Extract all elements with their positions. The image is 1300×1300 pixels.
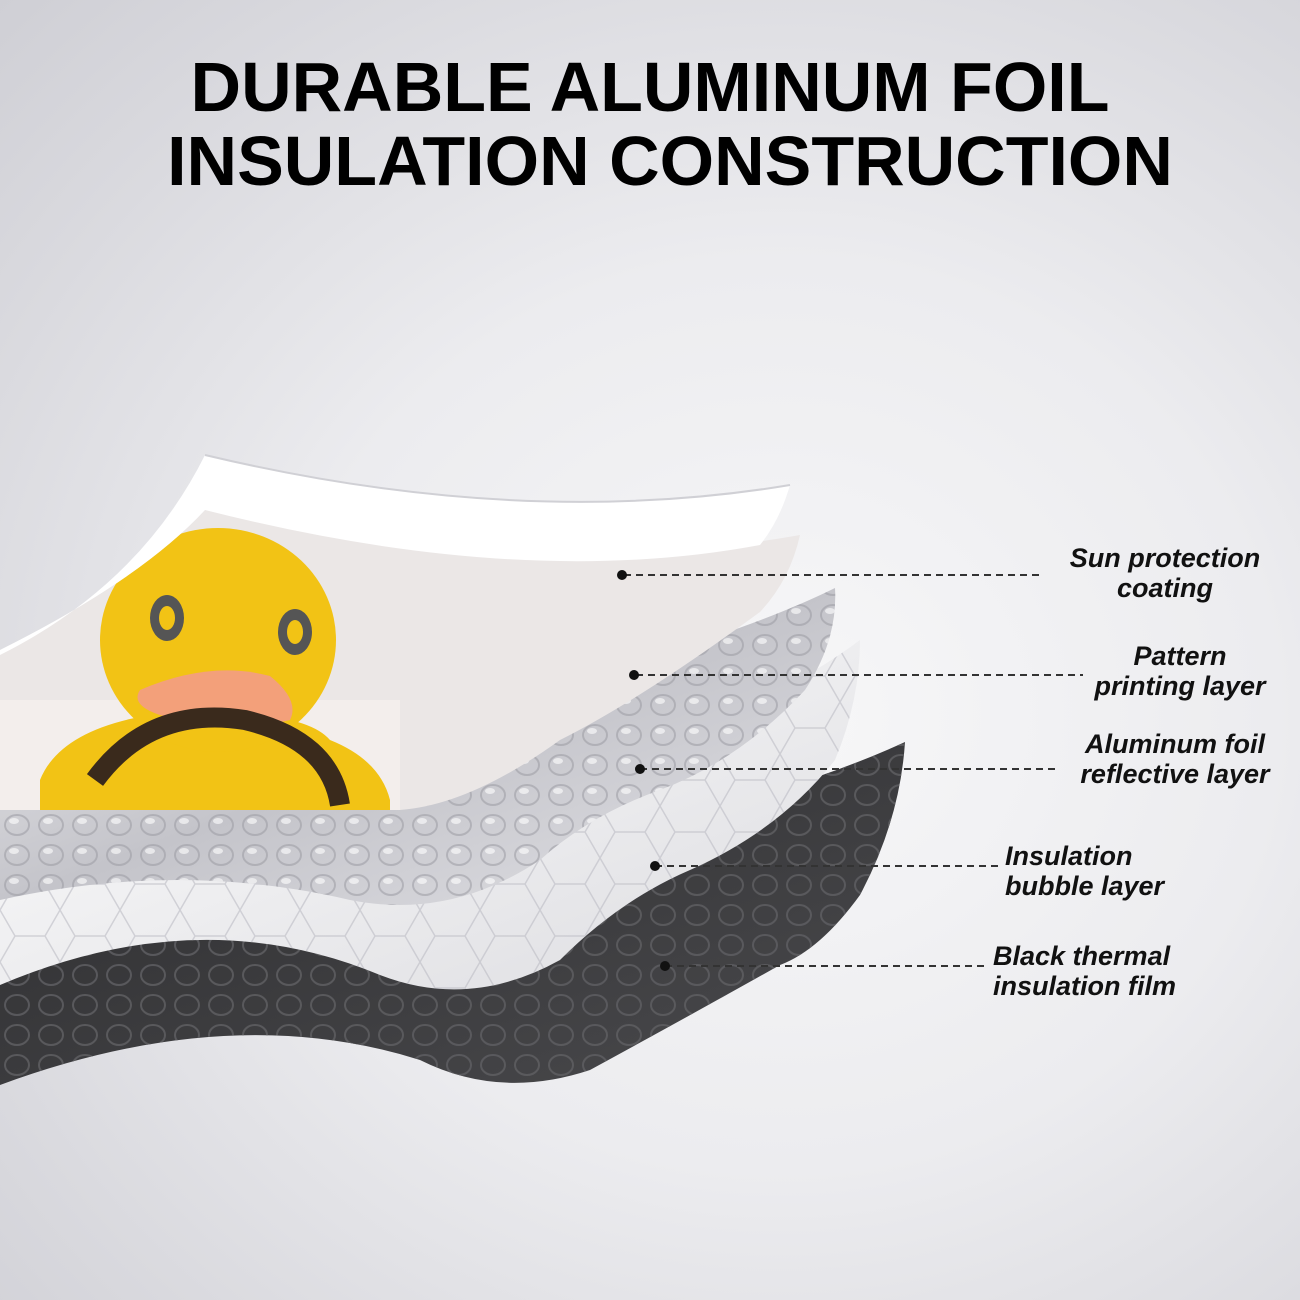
callout-dots [617, 570, 670, 971]
leader-dot-bubble [650, 861, 660, 871]
leader-dot-film [660, 961, 670, 971]
label-line: Insulation [1005, 841, 1133, 871]
label-insulation-bubble: Insulation bubble layer [1005, 841, 1195, 901]
sun-protection-layer [0, 454, 791, 655]
pattern-printing-layer [0, 510, 800, 810]
label-black-thermal-film: Black thermal insulation film [993, 941, 1223, 1001]
label-pattern-printing: Pattern printing layer [1080, 641, 1280, 701]
label-aluminum-foil: Aluminum foil reflective layer [1062, 729, 1288, 789]
label-line: coating [1116, 573, 1213, 603]
label-line: Aluminum foil [1085, 729, 1265, 759]
leader-dot-foil [635, 764, 645, 774]
duck-print [40, 528, 390, 810]
leader-dot-pattern [629, 670, 639, 680]
title-line-1: DURABLE ALUMINUM FOIL [190, 48, 1110, 126]
label-line: Black thermal [993, 941, 1171, 971]
label-line: Pattern [1133, 641, 1227, 671]
label-line: bubble layer [1005, 871, 1165, 901]
callout-lines [624, 574, 1083, 967]
label-line: Sun protection [1069, 543, 1261, 573]
leader-dot-sun [617, 570, 627, 580]
label-line: reflective layer [1080, 759, 1270, 789]
title-line-2: INSULATION CONSTRUCTION [167, 122, 1173, 200]
label-line: insulation film [993, 971, 1177, 1001]
label-sun-protection: Sun protection coating [1050, 543, 1280, 603]
label-line: printing layer [1094, 671, 1266, 701]
page-title: DURABLE ALUMINUM FOIL INSULATION CONSTRU… [0, 52, 1300, 196]
